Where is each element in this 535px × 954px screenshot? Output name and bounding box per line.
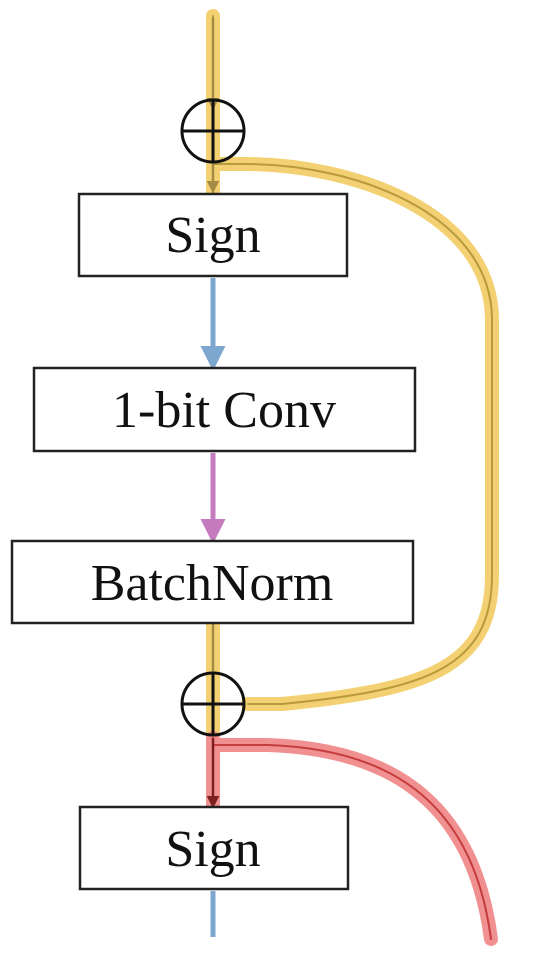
conv-block: 1-bit Conv bbox=[32, 366, 417, 453]
bottom-addition-node bbox=[180, 671, 246, 737]
sign-block-bottom: Sign bbox=[78, 805, 350, 891]
batchnorm-block-label: BatchNorm bbox=[91, 555, 334, 612]
conv-block-label: 1-bit Conv bbox=[112, 382, 336, 439]
sign-block-top: Sign bbox=[77, 192, 349, 278]
top-addition-node bbox=[180, 98, 246, 164]
sign-block-bottom-label: Sign bbox=[165, 821, 260, 878]
batchnorm-block: BatchNorm bbox=[10, 539, 415, 625]
sign-block-top-label: Sign bbox=[165, 207, 260, 264]
